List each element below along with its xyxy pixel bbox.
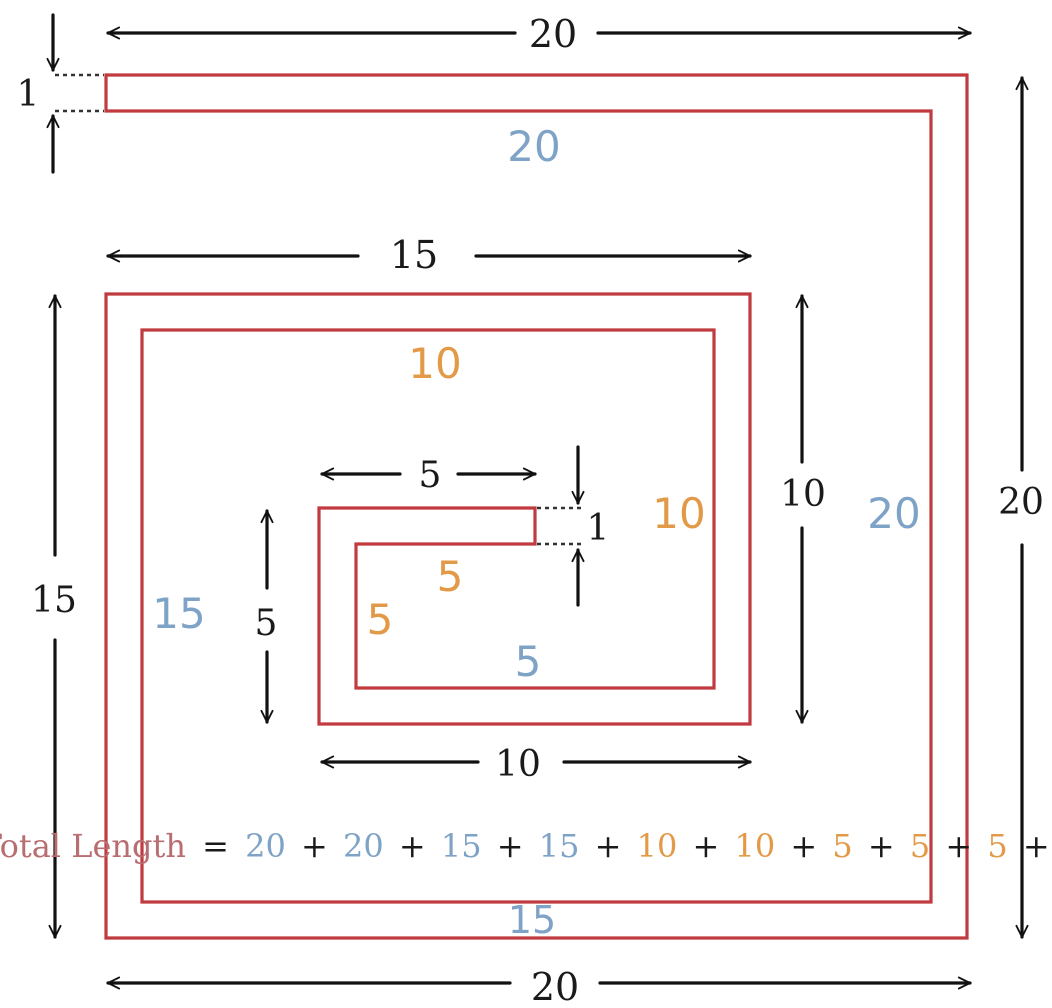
dimension-label: 20: [998, 482, 1044, 523]
plus-sign: +: [1023, 827, 1050, 865]
plus-sign: +: [595, 827, 622, 865]
plus-sign: +: [790, 827, 817, 865]
segment-labels: 20 20 15 15 10 10 5 5 5: [152, 122, 920, 942]
dimension-label: 20: [529, 12, 577, 56]
dimension-label: 15: [31, 580, 77, 621]
dimension-left-height: 15: [31, 294, 77, 939]
total-length-equation: Total Length = 20 + 20 + 15 + 15 + 10 + …: [0, 827, 1052, 865]
equals-sign: =: [202, 827, 229, 865]
dimension-third-height: 10: [780, 294, 826, 724]
total-term: 5: [910, 827, 930, 865]
total-term: 10: [734, 827, 775, 865]
dimension-third-bottom-width: 10: [320, 744, 752, 785]
plus-sign: +: [399, 827, 426, 865]
dimension-right-height: 20: [998, 76, 1044, 939]
dimension-label: 20: [531, 965, 579, 1008]
plus-sign: +: [497, 827, 524, 865]
total-term: 15: [441, 827, 482, 865]
dimension-label: 10: [780, 474, 826, 515]
dimension-second-width: 15: [106, 233, 752, 277]
total-length-label: Total Length: [0, 827, 186, 865]
dimension-inner-gap: 1: [571, 445, 610, 607]
total-term: 20: [245, 827, 286, 865]
spiral-wire: [104, 73, 969, 940]
segment-label-top: 20: [507, 122, 560, 171]
plus-sign: +: [868, 827, 895, 865]
plus-sign: +: [945, 827, 972, 865]
dimension-inner-width: 5: [320, 455, 537, 496]
total-term: 10: [637, 827, 678, 865]
total-term: 5: [987, 827, 1007, 865]
dimension-label: 1: [587, 508, 610, 549]
dimension-label: 5: [255, 603, 278, 644]
segment-label-second-right: 10: [652, 489, 705, 538]
dimension-label: 1: [17, 74, 40, 115]
segment-label-bottom: 15: [508, 898, 556, 942]
dimension-label: 15: [390, 233, 438, 277]
dimension-inner-height: 5: [255, 509, 278, 724]
dimension-top-width: 20: [106, 12, 972, 56]
gap-dotted-lines: [55, 73, 582, 546]
segment-label-inner-top: 5: [437, 552, 464, 601]
plus-sign: +: [301, 827, 328, 865]
segment-label-inner-left: 5: [367, 595, 394, 644]
dimension-label: 10: [495, 744, 541, 785]
total-term: 15: [539, 827, 580, 865]
segment-label-left: 15: [152, 589, 205, 638]
dimension-label: 5: [419, 455, 442, 496]
segment-label-inner-bottom: 5: [515, 637, 542, 686]
total-term: 20: [343, 827, 384, 865]
dimension-bottom-width: 20: [106, 965, 972, 1008]
segment-label-second-top: 10: [408, 339, 461, 388]
plus-sign: +: [693, 827, 720, 865]
segment-label-right: 20: [867, 489, 920, 538]
dimension-top-gap: 1: [17, 13, 60, 174]
total-term: 5: [832, 827, 852, 865]
